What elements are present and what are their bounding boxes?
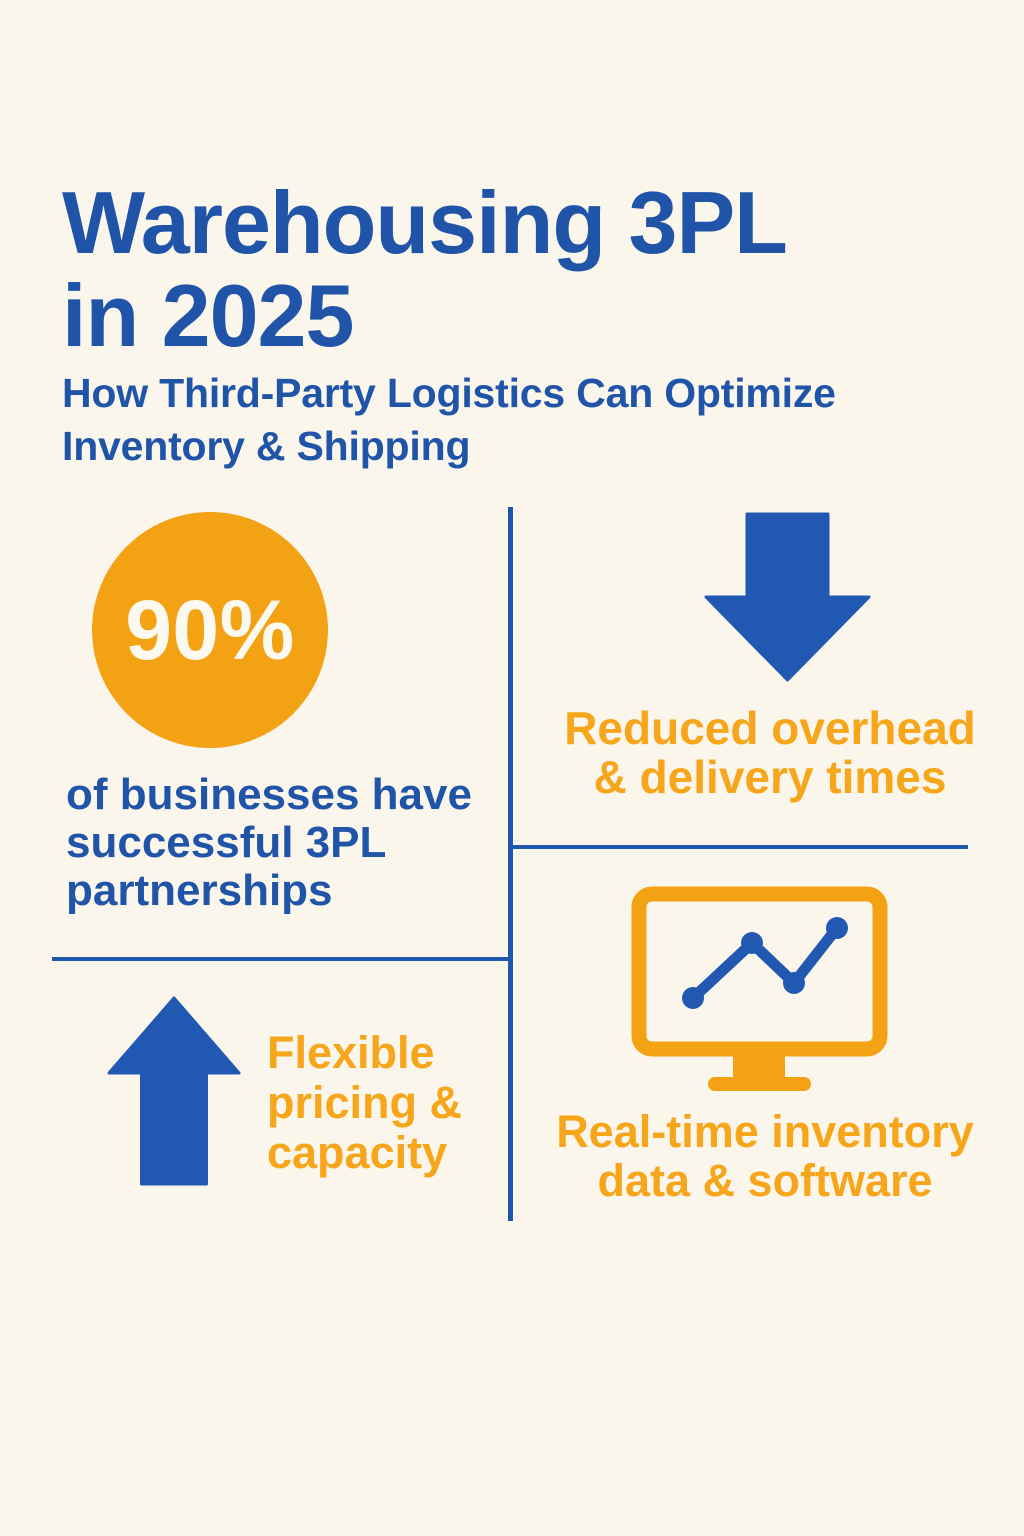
reduced-overhead-line2: & delivery times [593, 751, 947, 803]
stat-caption-line2: successful 3PL [66, 818, 387, 867]
realtime-inventory-caption: Real-time inventory data & software [545, 1107, 985, 1205]
stat-caption-line1: of businesses have [66, 770, 472, 819]
horizontal-divider-left [52, 957, 508, 961]
page-title-line1: Warehousing 3PL [62, 173, 788, 272]
flexible-pricing-caption: Flexible pricing & capacity [267, 1028, 462, 1178]
reduced-overhead-caption: Reduced overhead & delivery times [550, 704, 990, 802]
page-subtitle-line1: How Third-Party Logistics Can Optimize [62, 370, 836, 416]
flexible-pricing-line2: pricing & [267, 1077, 463, 1128]
stat-circle: 90% [92, 512, 328, 748]
flexible-pricing-line1: Flexible [267, 1027, 435, 1078]
realtime-inventory-line1: Real-time inventory [556, 1106, 974, 1157]
stat-value: 90% [125, 582, 295, 677]
vertical-divider [508, 507, 513, 1221]
arrow-up-icon [106, 995, 242, 1187]
flexible-pricing-line3: capacity [267, 1127, 448, 1178]
page-title-line2: in 2025 [62, 266, 354, 365]
monitor-chart-icon [631, 884, 891, 1092]
page-title: Warehousing 3PL in 2025 [62, 176, 962, 362]
page-subtitle: How Third-Party Logistics Can Optimize I… [62, 367, 982, 473]
arrow-down-icon [702, 512, 872, 682]
horizontal-divider-right [508, 845, 968, 849]
stat-caption-line3: partnerships [66, 866, 333, 915]
stat-caption: of businesses have successful 3PL partne… [66, 771, 472, 915]
reduced-overhead-line1: Reduced overhead [564, 702, 976, 754]
realtime-inventory-line2: data & software [597, 1155, 933, 1206]
page-subtitle-line2: Inventory & Shipping [62, 423, 471, 469]
